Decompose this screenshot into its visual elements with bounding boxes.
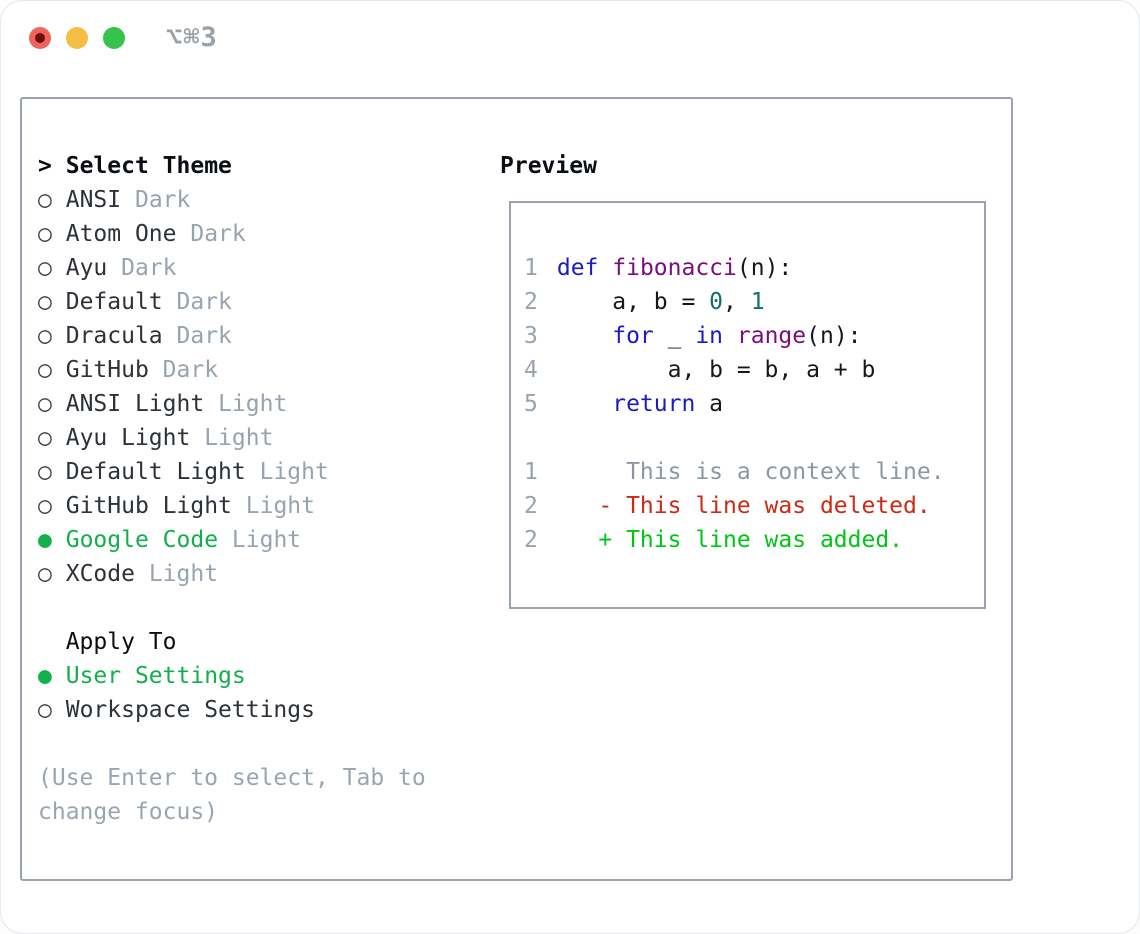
theme-list: ○ ANSI Dark ○ Atom One Dark ○ Ayu Dark ○ De… [38,183,470,591]
theme-option-github-dark[interactable]: ○ GitHub Dark [38,357,219,383]
spacer [38,591,470,625]
radio-icon: ○ [38,391,52,417]
preview-header: Preview [500,153,597,179]
line-number: 5 [524,391,538,417]
code-line: 2 + This line was added. [524,523,984,557]
line-number: 2 [524,527,538,553]
theme-option-ayu-light-light[interactable]: ○ Ayu Light Light [38,425,274,451]
focus-caret: > [38,153,52,179]
theme-option-ansi-dark[interactable]: ○ ANSI Dark [38,187,191,213]
theme-selector-column: > Select Theme ○ ANSI Dark ○ Atom One Dar… [38,149,470,829]
line-number: 3 [524,323,538,349]
theme-option-default-light-light[interactable]: ○ Default Light Light [38,459,329,485]
radio-icon: ○ [38,187,52,213]
close-button[interactable] [29,27,51,49]
apply-option-user-settings[interactable]: ● User Settings [38,663,246,689]
spacer [38,727,470,761]
radio-icon: ○ [38,425,52,451]
theme-option-xcode-light[interactable]: ○ XCode Light [38,561,219,587]
line-number: 1 [524,459,538,485]
theme-option-dracula-dark[interactable]: ○ Dracula Dark [38,323,232,349]
theme-option-github-light-light[interactable]: ○ GitHub Light Light [38,493,315,519]
theme-option-default-dark[interactable]: ○ Default Dark [38,289,232,315]
radio-icon: ○ [38,561,52,587]
window-title: ⌥⌘3 [166,22,218,53]
radio-icon: ○ [38,357,52,383]
hint-text: (Use Enter to select, Tab to change focu… [38,765,426,825]
code-line: 2 a, b = 0, 1 [524,285,984,319]
code-line: 3 for _ in range(n): [524,319,984,353]
radio-icon: ○ [38,221,52,247]
code-line: 4 a, b = b, a + b [524,353,984,387]
code-line: 2 - This line was deleted. [524,489,984,523]
theme-option-google-code-light[interactable]: ● Google Code Light [38,527,302,553]
theme-option-ayu-dark[interactable]: ○ Ayu Dark [38,255,177,281]
maximize-button[interactable] [103,27,125,49]
code-line: 1 This is a context line. [524,455,984,489]
radio-icon: ● [38,663,52,689]
theme-picker-panel: > Select Theme ○ ANSI Dark ○ Atom One Dar… [20,97,1013,881]
select-theme-header: > Select Theme [38,149,470,183]
theme-option-ansi-light-light[interactable]: ○ ANSI Light Light [38,391,288,417]
line-number: 1 [524,255,538,281]
radio-icon: ○ [38,697,52,723]
apply-to-label: Apply To [65,629,177,655]
minimize-button[interactable] [66,27,88,49]
code-line [524,421,984,455]
radio-icon: ○ [38,255,52,281]
line-number: 2 [524,289,538,315]
code-line: 5 return a [524,387,984,421]
line-number: 2 [524,493,538,519]
radio-icon: ○ [38,289,52,315]
line-number: 4 [524,357,538,383]
radio-icon: ○ [38,493,52,519]
apply-to-list: ● User Settings ○ Workspace Settings [38,659,470,727]
apply-option-workspace-settings[interactable]: ○ Workspace Settings [38,697,315,723]
theme-option-atom-one-dark[interactable]: ○ Atom One Dark [38,221,246,247]
window-titlebar: ⌥⌘3 [0,0,1140,76]
select-theme-label: Select Theme [65,153,232,179]
radio-icon: ● [38,527,52,553]
radio-icon: ○ [38,459,52,485]
close-active-dot [35,33,45,43]
radio-icon: ○ [38,323,52,349]
